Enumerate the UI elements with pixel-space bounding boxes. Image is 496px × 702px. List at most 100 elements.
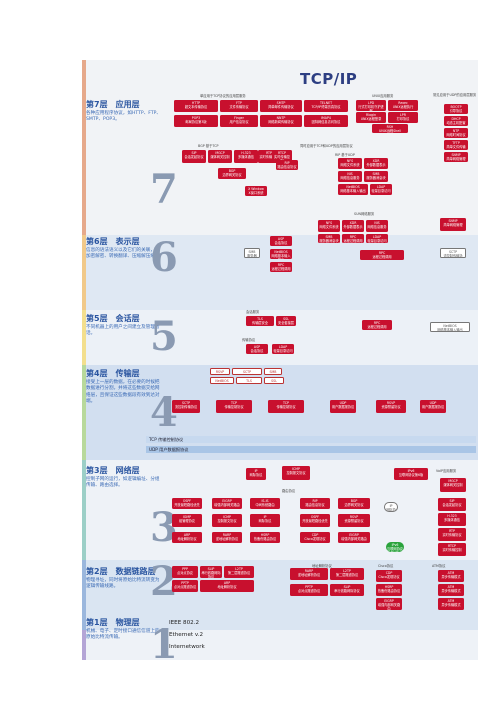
proto-hsrp: HSRP 热备份路由协议 — [376, 584, 402, 596]
layer-4-name: 第4层 传输层 — [86, 369, 140, 378]
proto-atm-1: ATM 异步传输模式 — [438, 570, 464, 582]
proto-voip-3: RTP 实时传输协议 — [438, 528, 466, 541]
layer-2-label: 第2层 数据链路层 物理寻址，同时将原始比特流转变为逻辑传输线路。 — [86, 566, 162, 591]
proto-voip: MGCP 媒体网关控制 — [440, 478, 466, 492]
layer-7-number: 7 — [150, 166, 178, 213]
proto-ldap-sess: LDAP 轻量目录访问 — [272, 344, 294, 354]
proto-rip-net: RIP 路由信息协议 — [300, 498, 330, 509]
layer-5-number: 5 — [150, 313, 178, 360]
proto-cdp: CDP Cisco发现协议 — [376, 570, 402, 582]
hdr-session: 会话服务 — [246, 310, 260, 314]
proto-slip: SLIP 串行线路网际协议 — [200, 566, 222, 578]
stripe-datalink — [82, 560, 86, 630]
hdr-transport: 传输协议 — [242, 338, 256, 342]
proto-ipv4-circle: IP 网际协议 — [384, 502, 398, 512]
hdr-sun: SUN网络服务 — [354, 212, 375, 216]
proto-sctp: SCTP 流控制传输协议 — [172, 400, 200, 413]
proto-h323: H.323 多媒体通信 — [234, 150, 258, 163]
band-datalink — [82, 560, 478, 630]
proto-eigrp: EIGRP 增强内部网关路由 — [212, 498, 242, 509]
proto-sun-3: NIS 网络信息服务 — [366, 220, 388, 232]
proto-smtp: SMTP 简单邮件传输协议 — [260, 100, 302, 112]
proto-atm-2: ATM 异步传输模式 — [438, 584, 464, 596]
phys-ethernet-v2: Ethernet v.2 — [169, 632, 204, 638]
poster-title: TCP/IP — [300, 70, 358, 88]
proto-nntp: NNTP 网络新闻传输协议 — [260, 115, 302, 127]
layer-7-name: 第7层 应用层 — [86, 100, 140, 109]
proto-l2tp-2: L2TP 第二层隧道协议 — [330, 568, 364, 580]
proto-rsvp: RSVP 资源预留协议 — [376, 400, 406, 413]
proto-ip: IP 网际协议 — [250, 514, 280, 527]
proto-asp-sess: ASP 会话协议 — [246, 344, 268, 354]
proto-rip: RIP 路由信息协议 — [276, 160, 298, 170]
proto-tcp-outline-3: SMB 服务器消息块 — [264, 368, 282, 375]
proto-lpd: LPD 行式打印机守护进程 — [356, 100, 386, 111]
proto-asp: ASP 会话协议 — [270, 236, 292, 246]
proto-sun-1: NFS 网络文件系统 — [318, 220, 340, 232]
band-physical — [82, 630, 478, 660]
layer-7-desc: 各种应用程序协议，如HTTP、FTP、SMTP、POP3。 — [86, 111, 162, 123]
band-application — [82, 60, 478, 235]
hdr-unix-apps: UNIX应用服务 — [372, 94, 394, 98]
hdr-multi: 同时应用于TCP和UDP的应用层协议 — [300, 144, 353, 148]
proto-pop3: POP3 邮局协议第3版 — [174, 115, 218, 127]
proto-bgp: BGP 边界网关协议 — [218, 168, 246, 179]
proto-rpc-pres: RPC 远程过程调用 — [270, 262, 292, 272]
proto-rlogin: Rlogin UNIX远程登录 — [356, 112, 386, 123]
layer-6-number: 6 — [150, 234, 178, 281]
stripe-physical — [82, 630, 86, 660]
hdr-routing: 路由协议 — [282, 489, 296, 493]
layer-4-desc: 接受上一层的数据，在必要的时候把数据进行分割，并将这些数据交给网络层，且保证这些… — [86, 380, 160, 405]
tcp-bar: TCP 传输控制协议 — [146, 436, 476, 443]
proto-icmp-top: ICMP 控制报文协议 — [282, 466, 310, 480]
proto-tcp-main: TCP 传输控制协议 — [216, 400, 252, 413]
proto-rarp: RARP 逆地址解析协议 — [290, 568, 328, 580]
proto-netbios-pres: NetBIOS 网络基本输入输出 — [270, 249, 292, 259]
proto-arp-net: ARP 地址解析协议 — [172, 532, 202, 543]
proto-xdr: XDR 外部数据表示 — [364, 158, 388, 169]
proto-sip: SIP 会话发起协议 — [182, 150, 206, 163]
proto-voip-4: RTCP 实时传输控制 — [438, 543, 466, 556]
proto-netbios: NetBIOS 网络基本输入输出 — [338, 184, 368, 195]
proto-snmp-right: SNMP 简单网络管理 — [440, 218, 466, 231]
proto-ftp: FTP 文件传输协议 — [220, 100, 258, 112]
hdr-cisco: Cisco协议 — [378, 564, 394, 568]
proto-ospf-2: OSPF 开放最短路径优先 — [300, 514, 330, 527]
proto-sun-4: SMB 服务器消息块 — [318, 234, 340, 243]
proto-mgcp: MGCP 媒体网关控制 — [208, 150, 232, 163]
proto-pptp-2: PPTP 点对点隧道协议 — [290, 584, 328, 596]
proto-slip-2: SLIP 串行线路网际协议 — [330, 584, 364, 596]
stripe-application — [82, 60, 86, 235]
proto-session-outline: NetBIOS 网络基本输入输出 — [430, 322, 470, 332]
proto-xwindow: X Window X窗口系统 — [245, 186, 267, 196]
proto-nfs: NFS 网络文件系统 — [338, 158, 362, 169]
proto-imap4: IMAP4 因特网信息访问协议 — [304, 115, 348, 127]
phys-ieee-802-2: IEEE 802.2 — [169, 620, 200, 626]
proto-green-net: IPv6 互联网协议第6版 — [386, 542, 404, 552]
proto-hsrp-net: HSRP 热备份路由协议 — [250, 532, 280, 543]
layer-2-name: 第2层 数据链路层 — [86, 567, 156, 576]
proto-ipx: SCTP 流控制传输协议 — [440, 248, 466, 258]
phys-internetwork: Internetwork — [169, 644, 205, 650]
stripe-network — [82, 460, 86, 560]
proto-smb: SMB 服务器消息块 — [364, 171, 388, 182]
stripe-session — [82, 310, 86, 365]
proto-dhcp: DHCP 动态主机配置 — [444, 116, 468, 126]
layer-4-label: 第4层 传输层 接受上一层的数据，在必要的时候把数据进行分割，并将这些数据交给网… — [86, 368, 162, 406]
proto-atm-3: ATM 异步传输模式 — [438, 598, 464, 610]
proto-rsh: RSH UNIX远程Shell — [372, 124, 408, 133]
udp-bar: UDP 用户数据报协议 — [146, 446, 476, 453]
proto-sun-2: XDR 外部数据表示 — [342, 220, 364, 232]
proto-ppp: PPP 点对点协议 — [172, 566, 198, 578]
stripe-transport — [82, 365, 86, 460]
proto-smb-outline: SMB 服务器消息块 — [244, 248, 260, 258]
layer-1-label: 第1层 物理层 机械、电子、定时接口通信信道上的原始比特流传输。 — [86, 617, 162, 642]
proto-eigrp-2: EIGRP 增强内部网关路由 — [338, 532, 370, 543]
proto-bootp: BOOTP 引导协议 — [444, 104, 468, 114]
layer-5-desc: 不同机器上的用户之间建立及管理会话。 — [86, 325, 160, 337]
hdr-atm: ATM协议 — [432, 564, 446, 568]
layer-6-name: 第6层 表示层 — [86, 237, 140, 246]
proto-udp-right: UDP 用户数据报协议 — [420, 400, 446, 413]
layer-3-desc: 控制子网的运行，如逻辑编址、分组传输、路由选择。 — [86, 477, 160, 489]
